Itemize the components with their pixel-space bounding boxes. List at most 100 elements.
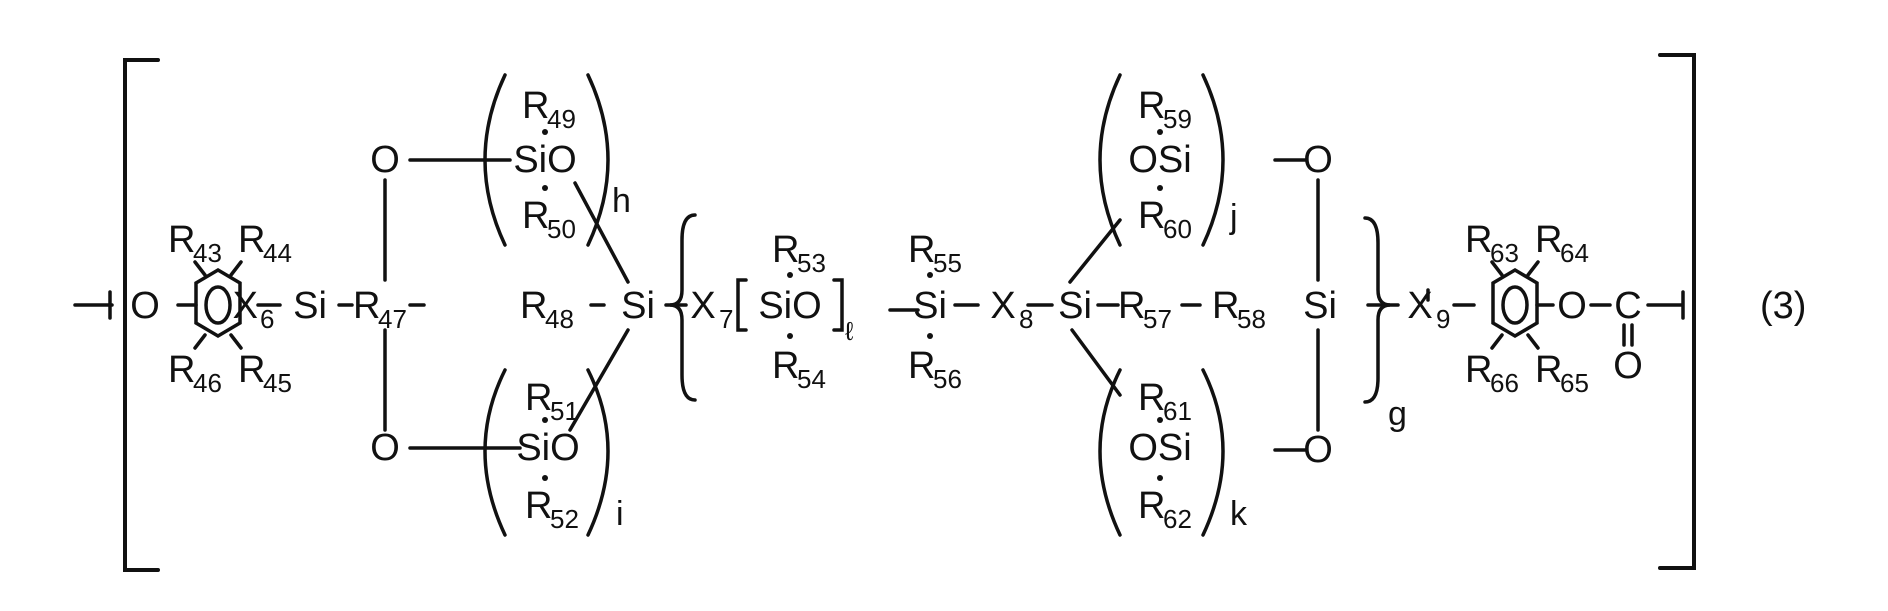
repeat-label-l: ℓ <box>845 316 854 346</box>
svg-text:47: 47 <box>378 304 407 334</box>
svg-text:R: R <box>1138 85 1165 127</box>
atom-o-left: O <box>130 285 160 327</box>
svg-text:58: 58 <box>1237 304 1266 334</box>
x7-subscript: 7 <box>719 304 733 334</box>
svg-text:R: R <box>1138 377 1165 419</box>
svg-text:R: R <box>1138 485 1165 527</box>
svg-text:R: R <box>908 229 935 271</box>
atom-x8: X 8 <box>990 285 1033 334</box>
substituent-r51: R51 <box>525 377 579 426</box>
x6-letter: X <box>233 285 258 327</box>
svg-text:R: R <box>1118 285 1145 327</box>
formula-number: (3) <box>1760 285 1806 327</box>
atom-si-right: Si <box>1303 285 1337 327</box>
substituent-r52: R52 <box>525 485 579 534</box>
atom-c-carbonyl: C <box>1614 285 1641 327</box>
right-benzene-ring <box>1492 262 1538 348</box>
atom-o-rring-top: O <box>1303 139 1333 181</box>
substituent-r59: R59 <box>1138 85 1192 134</box>
svg-text:R: R <box>1535 219 1562 261</box>
substituent-r55: R55 <box>908 229 962 278</box>
atom-si-center-right: Si <box>1058 285 1092 327</box>
substituent-r65: R65 <box>1535 349 1589 398</box>
svg-text:44: 44 <box>263 238 292 268</box>
substituent-r43: R43 <box>168 219 222 268</box>
substituent-r62: R62 <box>1138 485 1192 534</box>
svg-text:R: R <box>1465 219 1492 261</box>
x6-subscript: 6 <box>260 304 274 334</box>
atom-osi-j: OSi <box>1128 139 1191 181</box>
svg-text:57: 57 <box>1143 304 1172 334</box>
substituent-r66: R66 <box>1465 349 1519 398</box>
atom-x7: X 7 <box>690 285 733 334</box>
repeat-label-h: h <box>612 182 631 220</box>
svg-text:63: 63 <box>1490 238 1519 268</box>
svg-text:R: R <box>522 85 549 127</box>
atom-sio-i: SiO <box>516 427 579 469</box>
substituent-r50: R50 <box>522 195 576 244</box>
substituent-r48: R48 <box>520 285 574 334</box>
atom-o-ring-top: O <box>370 139 400 181</box>
atom-si-center-left: Si <box>621 285 655 327</box>
x7-letter: X <box>690 285 715 327</box>
svg-text:46: 46 <box>193 368 222 398</box>
outer-right-bracket <box>1660 55 1694 568</box>
svg-text:R: R <box>522 195 549 237</box>
svg-text:64: 64 <box>1560 238 1589 268</box>
substituent-r54: R54 <box>772 345 826 394</box>
substituent-r56: R56 <box>908 345 962 394</box>
atom-x9: X 9 <box>1407 285 1450 334</box>
atom-sio-h: SiO <box>513 139 576 181</box>
svg-text:54: 54 <box>797 364 826 394</box>
svg-text:48: 48 <box>545 304 574 334</box>
atom-osi-k: OSi <box>1128 427 1191 469</box>
svg-text:49: 49 <box>547 104 576 134</box>
svg-text:R: R <box>1212 285 1239 327</box>
substituent-r57: R57 <box>1118 285 1172 334</box>
svg-text:R: R <box>525 485 552 527</box>
repeat-label-g: g <box>1388 395 1407 433</box>
substituent-r53: R53 <box>772 229 826 278</box>
substituent-r63: R63 <box>1465 219 1519 268</box>
repeat-label-i: i <box>616 495 624 533</box>
atom-o-ring-bottom: O <box>370 427 400 469</box>
svg-text:45: 45 <box>263 368 292 398</box>
svg-text:56: 56 <box>933 364 962 394</box>
substituent-r64: R64 <box>1535 219 1589 268</box>
svg-text:R: R <box>1535 349 1562 391</box>
svg-text:60: 60 <box>1163 214 1192 244</box>
svg-text:43: 43 <box>193 238 222 268</box>
x9-subscript: 9 <box>1436 304 1450 334</box>
svg-text:51: 51 <box>550 396 579 426</box>
substituent-r47: R47 <box>353 285 407 334</box>
x8-letter: X <box>990 285 1015 327</box>
substituent-r58: R58 <box>1212 285 1266 334</box>
x8-subscript: 8 <box>1019 304 1033 334</box>
svg-text:61: 61 <box>1163 396 1192 426</box>
atom-o-carbonyl: O <box>1613 345 1643 387</box>
svg-text:R: R <box>772 345 799 387</box>
svg-text:50: 50 <box>547 214 576 244</box>
svg-text:R: R <box>238 349 265 391</box>
substituent-r49: R49 <box>522 85 576 134</box>
svg-text:R: R <box>168 349 195 391</box>
atom-si-mid: Si <box>913 285 947 327</box>
svg-text:R: R <box>1465 349 1492 391</box>
atom-o-ester: O <box>1557 285 1587 327</box>
substituent-r44: R44 <box>238 219 292 268</box>
svg-text:R: R <box>168 219 195 261</box>
substituent-r60: R60 <box>1138 195 1192 244</box>
svg-text:53: 53 <box>797 248 826 278</box>
svg-text:R: R <box>908 345 935 387</box>
svg-text:55: 55 <box>933 248 962 278</box>
x9-letter: X <box>1407 285 1432 327</box>
substituent-r45: R45 <box>238 349 292 398</box>
substituent-r46: R46 <box>168 349 222 398</box>
svg-text:59: 59 <box>1163 104 1192 134</box>
svg-text:62: 62 <box>1163 504 1192 534</box>
svg-text:R: R <box>353 285 380 327</box>
repeat-label-k: k <box>1230 495 1248 533</box>
svg-text:R: R <box>772 229 799 271</box>
atom-x6: X 6 <box>233 285 275 334</box>
